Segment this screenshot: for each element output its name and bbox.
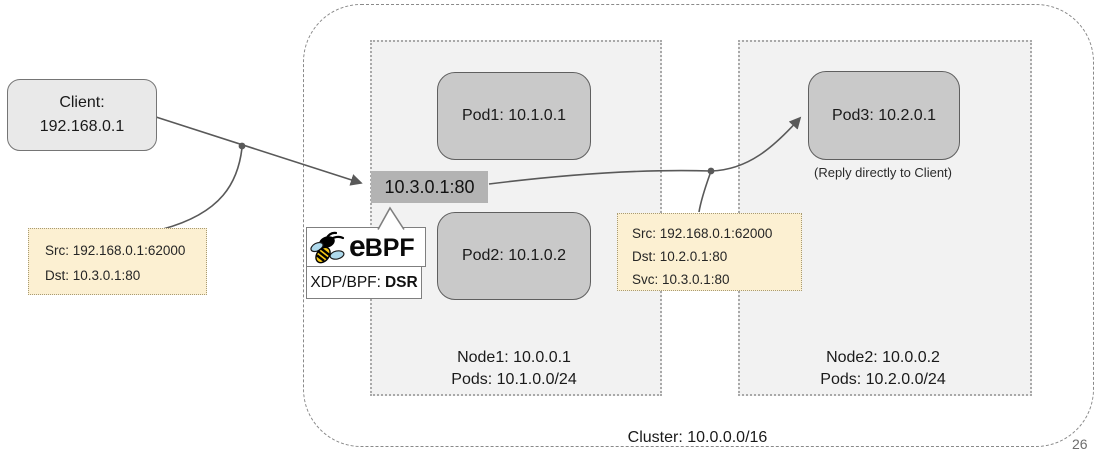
packet-note-dsr: Src: 192.168.0.1:62000 Dst: 10.2.0.1:80 …: [617, 213, 802, 291]
ebpf-logo-text: e BPF: [349, 230, 415, 264]
cluster-boundary: [303, 4, 1094, 447]
node1-label-line1: Node1: 10.0.0.1: [457, 349, 571, 366]
pod3-label: Pod3: 10.2.0.1: [831, 106, 937, 124]
packet-note-dsr-dst: Dst: 10.2.0.1:80: [632, 249, 728, 264]
service-vip-box: 10.3.0.1:80: [371, 171, 488, 203]
client-label-line1: Client:: [59, 94, 105, 111]
ebpf-bee-icon: [310, 231, 345, 263]
packet-note-client-src: Src: 192.168.0.1:62000: [45, 243, 186, 258]
pod1-box: Pod1: 10.1.0.1: [437, 72, 591, 160]
client-box: Client: 192.168.0.1: [7, 79, 157, 151]
node1-label-line2: Pods: 10.1.0.0/24: [451, 371, 577, 388]
page-number: 26: [1072, 436, 1088, 452]
xdp-caption-value: DSR: [384, 273, 418, 291]
node2-label: Node2: 10.0.0.2 Pods: 10.2.0.0/24: [738, 347, 1028, 391]
pod2-box: Pod2: 10.1.0.2: [437, 212, 591, 300]
pod2-label: Pod2: 10.1.0.2: [461, 247, 567, 264]
ebpf-logo-e: e: [349, 230, 366, 263]
node2-label-line2: Pods: 10.2.0.0/24: [820, 371, 946, 388]
junction-dot-client: [238, 142, 246, 150]
packet-note-client-dst: Dst: 10.3.0.1:80: [45, 268, 141, 283]
ebpf-logo-box: e BPF: [306, 227, 426, 267]
service-vip-label: 10.3.0.1:80: [384, 176, 475, 197]
client-label-line2: 192.168.0.1: [39, 118, 125, 135]
xdp-caption-prefix: XDP/BPF:: [310, 273, 381, 291]
pod1-label: Pod1: 10.1.0.1: [461, 107, 567, 124]
packet-note-dsr-svc: Svc: 10.3.0.1:80: [632, 272, 730, 287]
ebpf-logo-bpf: BPF: [364, 234, 415, 262]
pod3-reply-note: (Reply directly to Client): [814, 165, 952, 180]
node2-label-line1: Node2: 10.0.0.2: [826, 349, 940, 366]
pod3-box: Pod3: 10.2.0.1: [808, 71, 960, 160]
xdp-caption-box: XDP/BPF: DSR: [306, 266, 422, 299]
packet-note-dsr-src: Src: 192.168.0.1:62000: [632, 226, 773, 241]
packet-note-client: Src: 192.168.0.1:62000 Dst: 10.3.0.1:80: [28, 228, 207, 295]
curve-client-note-link: [162, 147, 243, 230]
node1-label: Node1: 10.0.0.1 Pods: 10.1.0.0/24: [370, 347, 658, 391]
cluster-label: Cluster: 10.0.0.0/16: [627, 429, 768, 446]
